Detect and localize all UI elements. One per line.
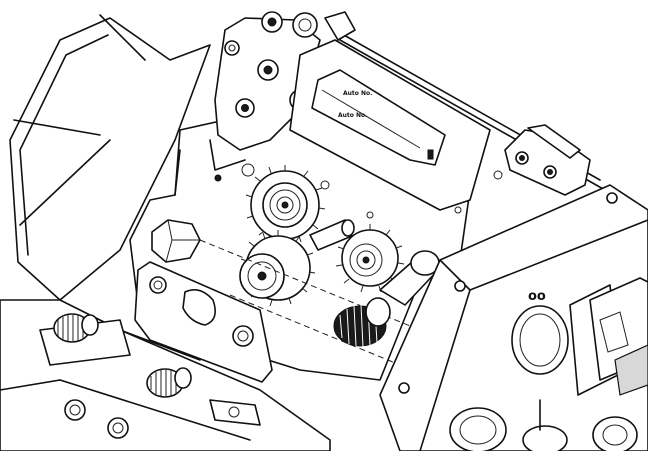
drive-shaft <box>199 219 421 366</box>
hex-bolt <box>151 219 201 263</box>
thumb-screw-left <box>53 313 99 343</box>
thumb-screw-lower <box>146 367 192 398</box>
display-housing: Auto No. Auto No. <box>289 39 491 211</box>
display-window-icon <box>311 69 446 166</box>
right-feed-gear <box>335 224 405 293</box>
control-box: oo <box>379 184 648 451</box>
guide-plate <box>134 261 273 383</box>
hinge-icon <box>504 124 591 196</box>
control-socket <box>511 305 569 375</box>
panel-symbol: oo <box>528 289 546 304</box>
left-housing-panel <box>9 14 211 301</box>
display-line-1: Auto No. <box>343 90 372 97</box>
lower-feed-gear <box>239 230 316 307</box>
display-line-2: Auto No. <box>338 112 367 119</box>
screws <box>214 163 503 219</box>
knurled-knob-icon <box>333 250 441 348</box>
